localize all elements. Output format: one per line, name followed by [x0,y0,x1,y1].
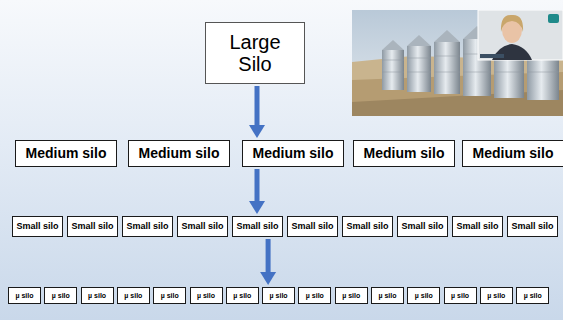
silo-label: µ silo [451,292,469,300]
flow-arrow [255,86,260,125]
micro-silo-box: µ silo [335,287,368,304]
silo-label: Small silo [346,222,388,232]
silo-label: µ silo [415,292,433,300]
silo-label: µ silo [124,292,142,300]
micro-silo-box: µ silo [516,287,549,304]
silo-label: Small silo [456,222,498,232]
medium-silo-box: Medium silo [15,140,117,167]
silo-label: µ silo [52,292,70,300]
small-silo-box: Small silo [397,216,448,237]
webcam-inset [478,10,563,60]
silo-label: µ silo [88,292,106,300]
small-silo-box: Small silo [342,216,393,237]
micro-silo-box: µ silo [226,287,259,304]
micro-silo-box: µ silo [153,287,186,304]
micro-silo-box: µ silo [480,287,513,304]
silo-label: µ silo [524,292,542,300]
silo-label: µ silo [270,292,288,300]
silo-label: µ silo [306,292,324,300]
micro-silo-box: µ silo [44,287,77,304]
silo-label: µ silo [378,292,396,300]
flow-arrow [255,169,260,201]
micro-silo-box: µ silo [444,287,477,304]
silo-label: Small silo [236,222,278,232]
silo-label: µ silo [233,292,251,300]
silo-label: Small silo [511,222,553,232]
silo-label: Small silo [126,222,168,232]
silo-label: µ silo [342,292,360,300]
micro-silo-box: µ silo [190,287,223,304]
medium-silo-box: Medium silo [353,140,455,167]
large-silo-box: Large Silo [205,22,305,84]
medium-silo-box: Medium silo [242,140,344,167]
silo-label: µ silo [197,292,215,300]
silo-label: µ silo [15,292,33,300]
medium-silo-box: Medium silo [128,140,230,167]
small-silo-box: Small silo [67,216,118,237]
micro-silo-box: µ silo [117,287,150,304]
silo-photo [352,10,563,116]
silo-label: Large Silo [223,31,287,75]
small-silo-box: Small silo [177,216,228,237]
silo-label: Medium silo [139,146,220,161]
medium-silo-box: Medium silo [462,140,563,167]
small-silo-box: Small silo [12,216,63,237]
silo-label: Small silo [181,222,223,232]
silo-label: Medium silo [26,146,107,161]
micro-silo-box: µ silo [298,287,331,304]
micro-silo-box: µ silo [81,287,114,304]
micro-silo-box: µ silo [407,287,440,304]
silo-label: Small silo [16,222,58,232]
silo-label: Small silo [401,222,443,232]
small-silo-box: Small silo [122,216,173,237]
silo-label: Medium silo [253,146,334,161]
micro-silo-box: µ silo [8,287,41,304]
silo-label: Small silo [71,222,113,232]
silo-label: µ silo [161,292,179,300]
micro-silo-box: µ silo [371,287,404,304]
small-silo-box: Small silo [232,216,283,237]
micro-silo-box: µ silo [262,287,295,304]
small-silo-box: Small silo [507,216,558,237]
silo-label: µ silo [487,292,505,300]
small-silo-box: Small silo [287,216,338,237]
flow-arrow [266,239,271,272]
small-silo-box: Small silo [452,216,503,237]
silo-label: Small silo [291,222,333,232]
silo-label: Medium silo [473,146,554,161]
silo-label: Medium silo [364,146,445,161]
